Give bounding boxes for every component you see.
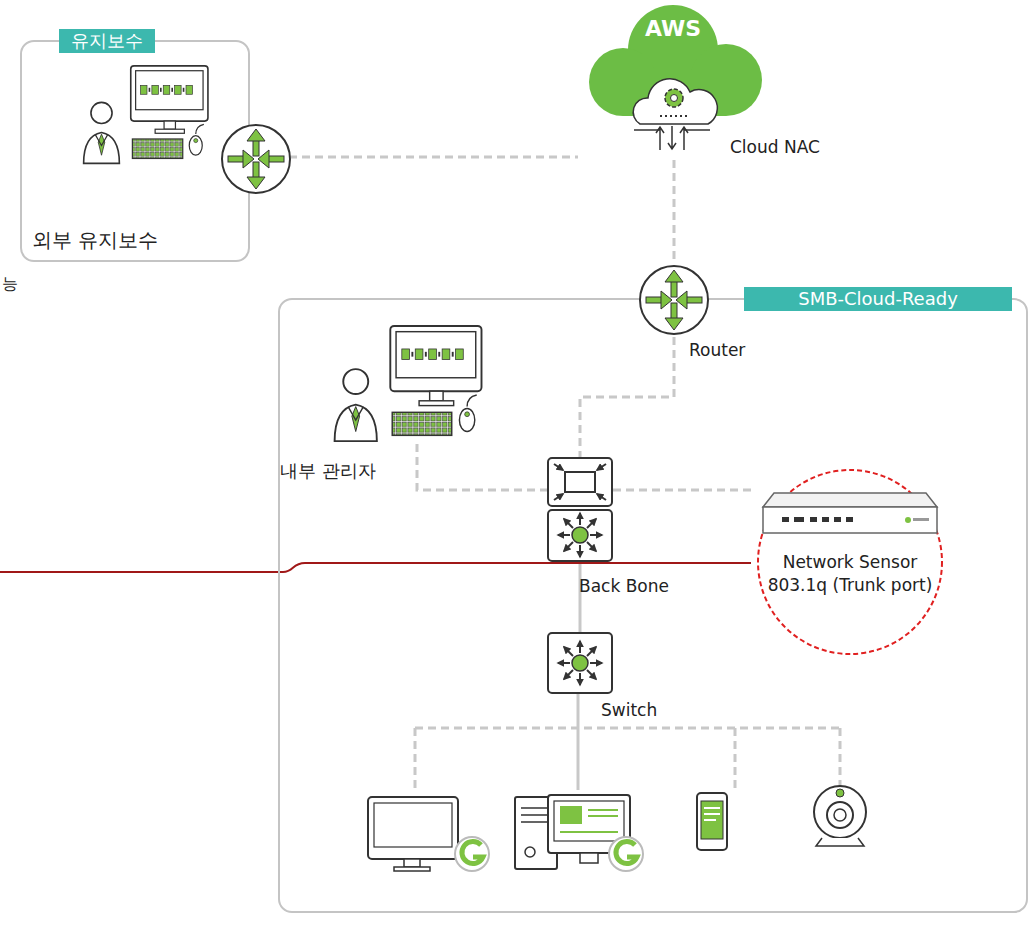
- endpoint-monitor: [368, 797, 458, 871]
- workstation-icon: [332, 324, 487, 444]
- drawing-part: [633, 79, 717, 124]
- drawing-part: [836, 789, 844, 797]
- drawing-part: [665, 89, 683, 107]
- drawing-part: [782, 517, 853, 522]
- icon-caption: 내부 관리자: [280, 460, 376, 482]
- zone-tag: 유지보수: [59, 29, 155, 53]
- drawing-part: [846, 517, 853, 522]
- drawing-part: [794, 517, 804, 522]
- drawing-part: [763, 493, 937, 507]
- drawing-part: [222, 125, 290, 193]
- icon-caption: Back Bone: [579, 576, 669, 596]
- backbone-symbol: [547, 457, 613, 562]
- network-link: [250, 156, 578, 159]
- drawing-part: [640, 266, 708, 334]
- network-link: [673, 160, 676, 263]
- drawing-part: [701, 801, 723, 839]
- drawing-part: [84, 66, 208, 164]
- drawing-part: [671, 95, 678, 102]
- drawing-part: [616, 842, 637, 864]
- drawing-part: [782, 517, 789, 522]
- drawing-part: [368, 797, 458, 859]
- drawing-part: [548, 633, 612, 693]
- icon-caption: 외부 유지보수: [32, 228, 158, 252]
- drawing-part: [905, 517, 911, 523]
- drawing-part: [335, 326, 482, 441]
- switch-symbol: [547, 632, 613, 694]
- zone-tag: SMB-Cloud-Ready: [744, 287, 1012, 311]
- site-zone: SMB-Cloud-ReadyRouter내부 관리자Back BoneNetw…: [278, 298, 1028, 913]
- cut-off-text: 능: [2, 274, 18, 293]
- network-link: [579, 562, 582, 632]
- access-switch: Switch: [547, 632, 613, 694]
- drawing-part: [560, 806, 582, 824]
- drawing-part: [374, 803, 452, 847]
- drawing-part: [560, 810, 618, 832]
- network-link: [613, 489, 755, 492]
- workstation-icon: [82, 64, 212, 166]
- router-icon: Router: [637, 263, 711, 337]
- drawing-part: [697, 793, 727, 850]
- network-sensor: Network Sensor 803.1q (Trunk port): [755, 467, 945, 657]
- drawing-part: [816, 838, 864, 846]
- admin-workstation: 내부 관리자: [332, 324, 487, 444]
- drawing-part: [580, 853, 598, 863]
- endpoint-wiring: [415, 692, 840, 790]
- drawing-part: [834, 809, 846, 821]
- icon-caption: Router: [689, 340, 745, 360]
- cloud-caption: Cloud NAC: [730, 137, 820, 157]
- drawing-part: [525, 847, 535, 857]
- drawing-part: [810, 517, 817, 522]
- icon-caption: Switch: [601, 700, 657, 720]
- sensor-link-line: [0, 563, 751, 572]
- drawing-part: [684, 129, 710, 131]
- drawing-part: [634, 129, 660, 131]
- drawing-part: [394, 867, 430, 871]
- drawing-part: [455, 837, 489, 871]
- drawing-part: [633, 79, 717, 124]
- drawing-part: [814, 786, 866, 838]
- drawing-part: [763, 507, 937, 533]
- router-symbol: [637, 263, 711, 337]
- drawing-part: [462, 842, 483, 864]
- cloud-node: AWSCloud NAC: [578, 0, 768, 160]
- drawing-part: [548, 458, 612, 561]
- drawing-part: [704, 808, 720, 820]
- endpoint-camera: [814, 786, 866, 846]
- backbone-switch: Back Bone: [547, 457, 613, 562]
- drawing-part: [913, 518, 929, 521]
- sensor-device: [762, 491, 938, 539]
- drawing-part: [521, 808, 551, 822]
- drawing-part: [415, 728, 840, 790]
- drawing-part: [577, 692, 580, 790]
- drawing-part: [827, 802, 853, 828]
- network-link: [417, 444, 547, 490]
- identity-badge: [455, 837, 643, 871]
- drawing-part: [758, 470, 942, 654]
- drawing-part: [656, 127, 664, 150]
- network-link: [580, 337, 674, 457]
- router-icon: [219, 122, 293, 196]
- drawing-part: [822, 517, 829, 522]
- drawing-part: [668, 126, 676, 149]
- cloud-title: AWS: [578, 16, 768, 42]
- drawing-part: [404, 859, 420, 867]
- drawing-part: [634, 126, 710, 150]
- drawing-part: [554, 801, 624, 841]
- maintenance-zone: 유지보수외부 유지보수: [20, 40, 250, 262]
- endpoint-phone: [697, 793, 727, 850]
- drawing-part: [834, 517, 841, 522]
- drawing-part: [609, 837, 643, 871]
- drawing-part: [660, 115, 688, 117]
- sensor-caption: Network Sensor 803.1q (Trunk port): [763, 551, 937, 597]
